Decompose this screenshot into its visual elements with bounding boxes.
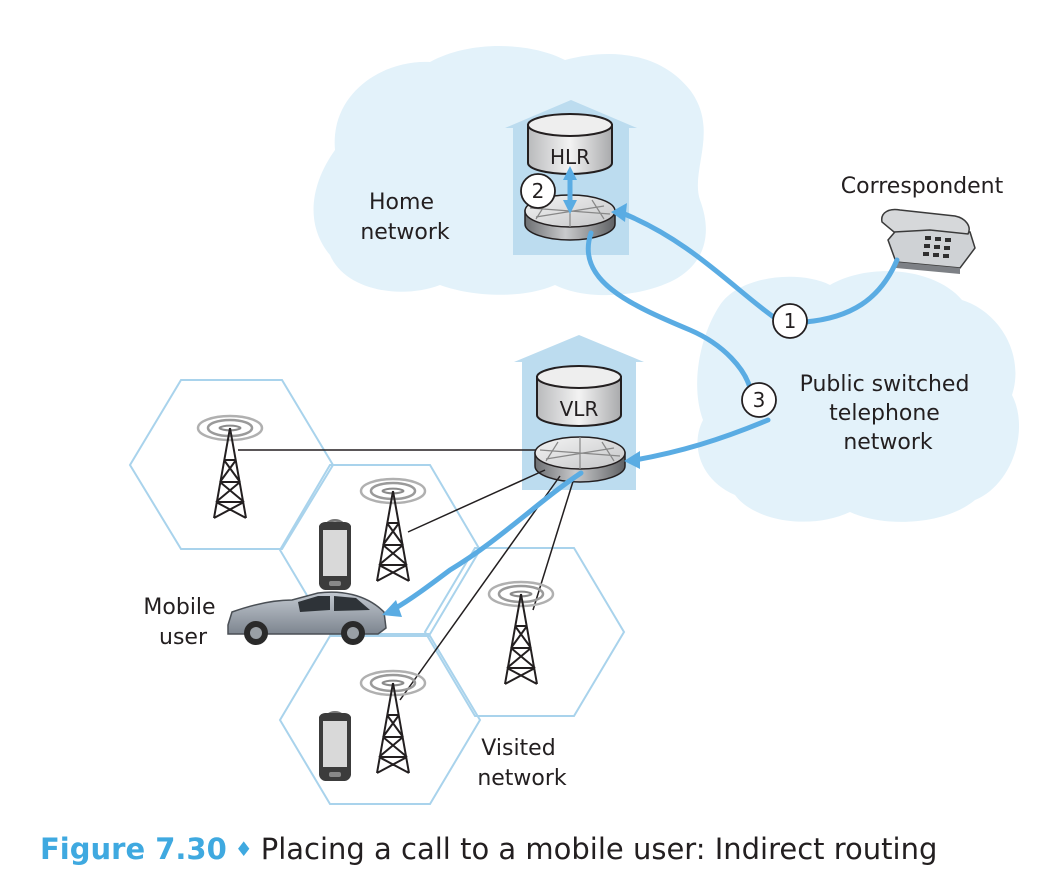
cellphone-icon [319,519,351,590]
vlr-database: VLR [536,365,622,427]
cell-tower-icon [487,580,555,686]
route-arrow-mobile [391,470,584,612]
cell-hexagon [423,547,626,717]
arrowhead [611,203,627,222]
cell-hexagon [128,379,335,550]
link-to-tower-4 [399,475,561,701]
svg-text:1: 1 [784,309,797,333]
cell-tower-icon [196,414,264,520]
step-1-marker: 1 [772,303,808,339]
mobile-user-label: Mobile user [143,595,222,650]
cell-tower-icon [359,669,427,775]
route-arrow-1 [619,210,900,325]
public-switched-network-label: Public switched telephone network [800,372,977,455]
correspondent-label: Correspondent [841,174,1004,199]
svg-text:3: 3 [753,388,766,412]
home-network-label: Home network [360,190,450,245]
cell-hexagon [278,464,482,635]
cell-hexagon [278,635,482,805]
arrowhead [563,166,577,180]
hlr-database: HLR [527,113,613,175]
visited-router [534,436,626,483]
link-to-tower-2 [407,469,546,533]
home-network-cloud [313,46,706,296]
arrowhead [382,600,402,617]
caption-separator: ♦ [234,837,253,861]
route-arrow-3 [585,230,771,463]
step-2-marker: 2 [520,173,556,209]
step-3-marker: 3 [741,382,777,418]
svg-text:2: 2 [532,179,545,203]
visited-network-label: Visited network [477,736,567,791]
hlr-label: HLR [550,145,590,169]
cell-tower-icon [359,477,427,583]
cellphone-icon [319,711,351,781]
figure-number: Figure 7.30 [40,832,227,866]
link-to-tower-3 [532,474,576,611]
indirect-routing-diagram: HLR VLR [128,46,1020,805]
caption-text: Placing a call to a mobile user: Indirec… [260,832,938,866]
figure-caption: Figure 7.30 ♦ Placing a call to a mobile u… [40,832,937,866]
car-icon [227,591,387,645]
arrowhead [624,451,640,469]
arrowhead [563,200,577,214]
telephone-icon [881,208,976,274]
vlr-label: VLR [560,397,599,421]
